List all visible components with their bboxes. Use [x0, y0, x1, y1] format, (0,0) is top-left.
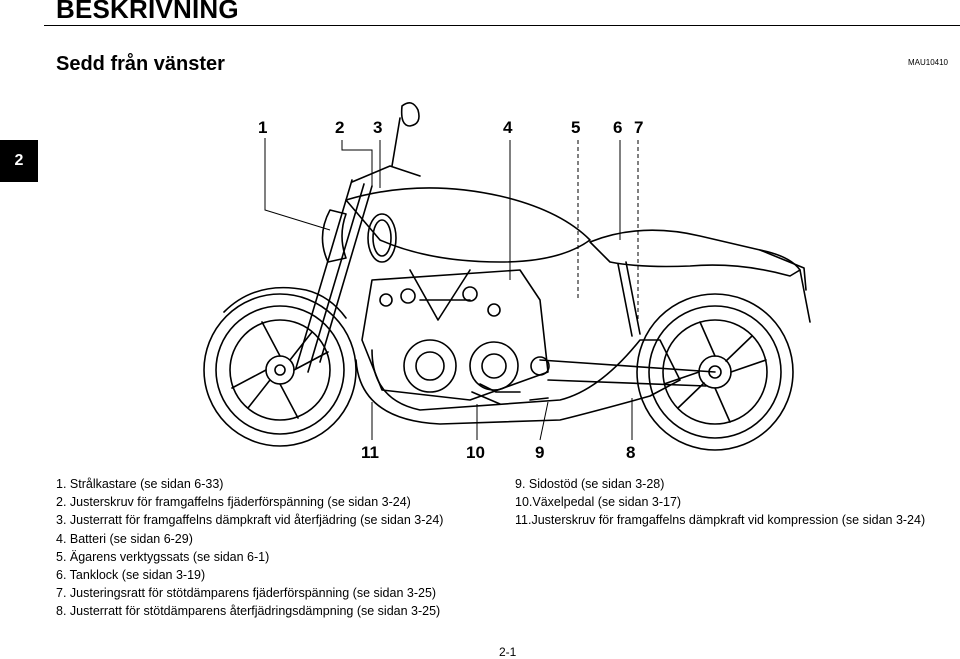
callout-8: 8 [626, 443, 636, 462]
handlebar [351, 102, 421, 183]
document-code: MAU10410 [907, 58, 948, 67]
legend-right: 9. Sidostöd (se sidan 3-28) 10.Växelpeda… [515, 475, 925, 530]
legend-item-8: 8. Justerratt för stötdämparens återfjäd… [56, 604, 441, 619]
callout-7: 7 [634, 118, 644, 137]
chapter-number: 2 [14, 152, 24, 169]
swingarm [539, 359, 716, 387]
callout-1: 1 [258, 118, 268, 137]
callout-3: 3 [373, 118, 383, 137]
shift-pedal [479, 383, 521, 393]
front-fender [223, 286, 347, 319]
side-stand [471, 391, 549, 405]
front-fork [295, 179, 373, 373]
callout-10: 10 [466, 443, 485, 462]
rear-shock [617, 261, 641, 337]
fuel-tank [345, 187, 591, 263]
headlight [321, 209, 347, 263]
legend-item-3: 3. Justerratt för framgaffelns dämpkraft… [56, 513, 444, 528]
callout-11: 11 [361, 443, 379, 462]
callout-4: 4 [503, 118, 513, 137]
legend-left: 1. Strålkastare (se sidan 6-33) 2. Juste… [56, 475, 443, 621]
callout-2: 2 [335, 118, 345, 137]
legend-item-1: 1. Strålkastare (se sidan 6-33) [56, 477, 224, 491]
legend-item-6: 6. Tanklock (se sidan 3-19) [56, 568, 206, 583]
page-title: BESKRIVNING [56, 0, 239, 24]
front-wheel [203, 293, 357, 447]
callout-5: 5 [571, 118, 581, 137]
page-number: 2-1 [499, 645, 517, 659]
legend-item-9: 9. Sidostöd (se sidan 3-28) [515, 477, 665, 491]
callout-9: 9 [535, 443, 545, 462]
seat [589, 229, 801, 277]
title-rule [44, 25, 960, 26]
legend-item-2: 2. Justerskruv för framgaffelns fjäderfö… [56, 495, 411, 510]
legend-item-4: 4. Batteri (se sidan 6-29) [56, 531, 193, 546]
engine [361, 269, 550, 401]
chapter-tab: 2 [0, 140, 38, 182]
exhaust [355, 339, 681, 425]
tail [759, 249, 811, 323]
leader-lines [264, 138, 639, 441]
callout-6: 6 [613, 118, 623, 137]
legend-item-11: 11.Justerskruv för framgaffelns dämpkraf… [515, 513, 926, 528]
legend-item-7: 7. Justeringsratt för stötdämparens fjäd… [56, 586, 437, 601]
legend-item-5: 5. Ägarens verktygssats (se sidan 6-1) [56, 549, 270, 564]
section-subtitle: Sedd från vänster [56, 53, 225, 75]
legend-item-10: 10.Växelpedal (se sidan 3-17) [515, 495, 682, 510]
